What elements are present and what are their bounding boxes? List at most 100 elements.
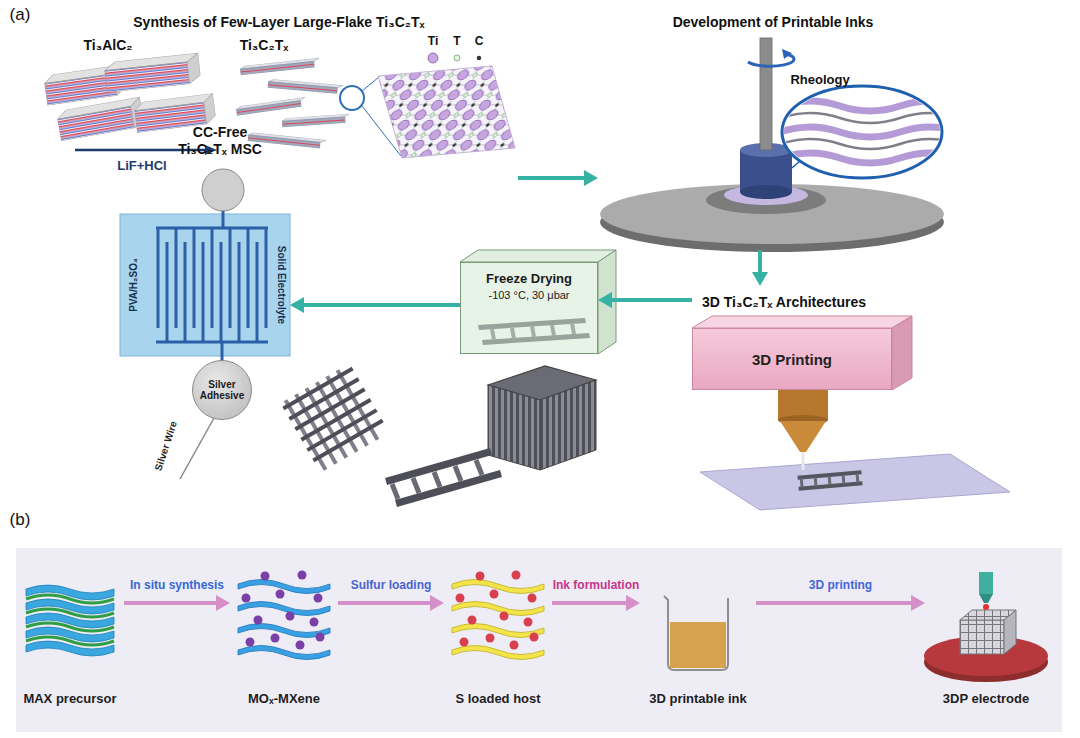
printed-electrode (979, 594, 993, 603)
mox-mxene-sheets (242, 594, 251, 603)
arrow-head (598, 292, 612, 308)
zoom-oval (780, 86, 960, 178)
flow-arrow (124, 595, 230, 611)
edge-label: 3D printing (809, 579, 872, 593)
mxene-flakes (268, 79, 343, 95)
comb-structure (395, 470, 502, 507)
comb-structure (385, 448, 502, 507)
comb-structure (476, 460, 482, 475)
arrow-head (216, 595, 230, 611)
mox-mxene-sheets (238, 646, 330, 660)
stage-region: CC-Free Ti₃C₂Tₓ MSCSilver Adhesive (150, 118, 290, 418)
micro-supercapacitor (156, 341, 268, 344)
open-box-structure (540, 380, 596, 470)
print-bed (842, 475, 846, 484)
comb-structure (455, 466, 461, 481)
printed-electrode (979, 572, 993, 594)
node-text: 3DP electrode (943, 691, 1029, 706)
arrow-head (290, 297, 304, 313)
node-text: 3D Ti₃C₂Tₓ Architectures (702, 294, 866, 311)
wire-label: Silver Wire (153, 420, 180, 473)
atom-label: C (475, 35, 484, 49)
atom-key (428, 53, 481, 63)
max-phase-stacks (104, 53, 202, 93)
mox-mxene-sheets (261, 572, 270, 581)
micro-supercapacitor (220, 242, 223, 342)
micro-supercapacitor (202, 242, 205, 342)
freeze-dryer-box: Freeze Drying -103 °C, 30 μbar (460, 262, 598, 354)
arrow-head (626, 595, 640, 611)
print-nozzle (778, 390, 828, 470)
micro-supercapacitor (120, 214, 290, 356)
rheometer (706, 186, 826, 214)
micro-supercapacitor (166, 242, 169, 342)
rheometer (740, 185, 792, 199)
micro-supercapacitor (175, 228, 178, 328)
sulfur-host-sheets (486, 634, 495, 643)
sulfur-host-sheets (452, 602, 544, 616)
mox-mxene-sheets (271, 634, 280, 643)
reagent-label: LiF+HCl (117, 159, 166, 174)
node-text: -103 °C, 30 μbar (488, 289, 569, 301)
arrow-head (584, 170, 598, 186)
sulfur-host-sheets (456, 571, 539, 650)
ink-beaker (664, 596, 728, 670)
mxene-flakes (240, 58, 321, 75)
printed-electrode (960, 620, 1004, 654)
micro-supercapacitor (184, 242, 187, 342)
mox-mxene-sheets (276, 590, 285, 599)
contact-circle: Silver Adhesive (192, 360, 253, 421)
zoom-oval (780, 153, 960, 163)
printed-electrode (983, 604, 989, 610)
open-box-structure (488, 366, 596, 470)
printed-electrode (924, 572, 1048, 682)
print-nozzle (802, 452, 805, 470)
process-label: Rheology (790, 73, 849, 88)
atom-key (454, 55, 460, 61)
print-bed (814, 477, 818, 486)
mox-mxene-sheets (310, 618, 319, 627)
zoom-oval (780, 101, 960, 111)
node-text: 3D Printing (752, 351, 832, 368)
print-nozzle (780, 421, 826, 452)
freeze-dryer (460, 250, 616, 354)
flow-arrow (756, 595, 925, 611)
rheometer (760, 38, 772, 150)
print-bed (700, 454, 1010, 510)
node-text: Freeze Drying (486, 271, 572, 286)
woodpile-lattice (312, 419, 383, 462)
printer-housing (692, 316, 912, 390)
flow-arrow (552, 595, 640, 611)
crystal-lattice (378, 66, 515, 158)
arrow-shaft (338, 601, 431, 605)
micro-supercapacitor (256, 242, 259, 342)
printer-box: 3D Printing (692, 328, 892, 390)
stage-region: 3D Ti₃C₂Tₓ Architectures 3D Printing (692, 286, 1022, 510)
micro-supercapacitor (193, 228, 196, 328)
step-item: 3D printable ink (640, 566, 756, 712)
woodpile-lattice (280, 363, 389, 472)
mox-mxene-sheets (238, 580, 330, 594)
open-box-structure (488, 385, 540, 470)
node-text: Synthesis of Few-Layer Large-Flake Ti₃C₂… (133, 14, 424, 31)
micro-supercapacitor (180, 418, 214, 479)
sulfur-host-sheets (530, 633, 539, 642)
arrow-shaft (303, 303, 460, 307)
printed-electrode (1004, 610, 1016, 654)
node-text: 3D printable ink (649, 691, 747, 706)
magnifier (340, 86, 364, 110)
printer-housing (692, 316, 912, 328)
print-bed (798, 470, 863, 491)
micro-supercapacitor (222, 211, 225, 228)
mox-mxene-sheets (238, 602, 330, 616)
arrow-shaft (756, 601, 912, 605)
sulfur-host-sheets (500, 612, 509, 621)
mox-mxene-sheets (238, 571, 330, 660)
micro-supercapacitor (238, 242, 241, 342)
sulfur-host-sheets (476, 572, 485, 581)
sulfur-host-sheets (452, 580, 544, 594)
max-phase-stacks (43, 53, 216, 141)
mox-mxene-sheets (246, 638, 255, 647)
zoom-oval (780, 139, 960, 149)
